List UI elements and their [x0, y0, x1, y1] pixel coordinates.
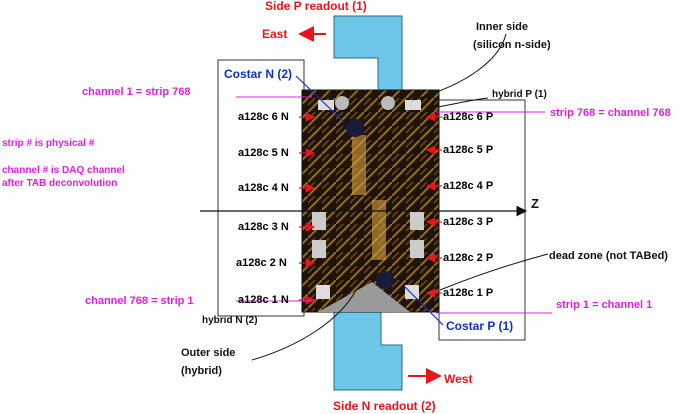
outer-side-sublabel: (hybrid)	[181, 365, 222, 377]
p-chip-2-label: a128c 2 P	[443, 252, 494, 264]
n-chip-1-label: a128c 1 N	[238, 294, 289, 306]
channel1-strip768-label: channel 1 = strip 768	[82, 86, 191, 98]
side-n-readout-label: Side N readout (2)	[333, 399, 436, 413]
west-label: West	[444, 372, 473, 386]
n-chip-arrows	[299, 112, 316, 305]
hybrid-p-label: hybrid P (1)	[492, 89, 547, 100]
channel768-strip1-label: channel 768 = strip 1	[85, 295, 194, 307]
costar-p-label: Costar P (1)	[446, 319, 514, 333]
module-photo	[301, 89, 440, 313]
note-after-tab: after TAB deconvolution	[2, 178, 118, 189]
strip1-channel1-label: strip 1 = channel 1	[556, 299, 653, 311]
p-chip-6-label: a128c 6 P	[443, 111, 494, 123]
p-chip-5-label: a128c 5 P	[443, 144, 494, 156]
n-chip-3-label: a128c 3 N	[238, 221, 289, 233]
side-n-readout-bar	[333, 309, 403, 391]
n-side-box	[217, 59, 305, 317]
n-chip-6-label: a128c 6 N	[238, 111, 289, 123]
channel-pointer-lines	[236, 96, 552, 314]
p-chip-arrows	[425, 112, 442, 298]
outer-side-label: Outer side	[181, 347, 236, 359]
p-chip-4-label: a128c 4 P	[443, 180, 494, 192]
n-chip-5-label: a128c 5 N	[238, 147, 289, 159]
photo-chips	[312, 96, 424, 299]
n-chip-4-label: a128c 4 N	[238, 182, 289, 194]
hybrid-n-label: hybrid N (2)	[202, 315, 258, 326]
dead-zone-triangle	[318, 282, 410, 312]
p-chip-3-label: a128c 3 P	[443, 216, 494, 228]
note-channel-daq: channel # is DAQ channel	[2, 165, 125, 176]
east-label: East	[262, 27, 288, 41]
note-strip-physical: strip # is physical #	[2, 138, 95, 149]
costar-lines	[295, 75, 444, 326]
p-chip-1-label: a128c 1 P	[443, 287, 494, 299]
dead-zone-label: dead zone (not TABed)	[549, 250, 668, 262]
z-axis-label: Z	[531, 196, 539, 211]
strip768-channel768-label: strip 768 = channel 768	[550, 107, 671, 119]
inner-side-sublabel: (silicon n-side)	[473, 39, 551, 51]
side-p-readout-bar	[333, 15, 403, 93]
side-p-readout-label: Side P readout (1)	[265, 0, 367, 13]
costar-n-label: Costar N (2)	[224, 67, 293, 81]
n-chip-2-label: a128c 2 N	[236, 257, 287, 269]
inner-side-label: Inner side	[476, 21, 528, 33]
leader-lines	[251, 33, 549, 361]
p-side-box	[438, 99, 526, 341]
